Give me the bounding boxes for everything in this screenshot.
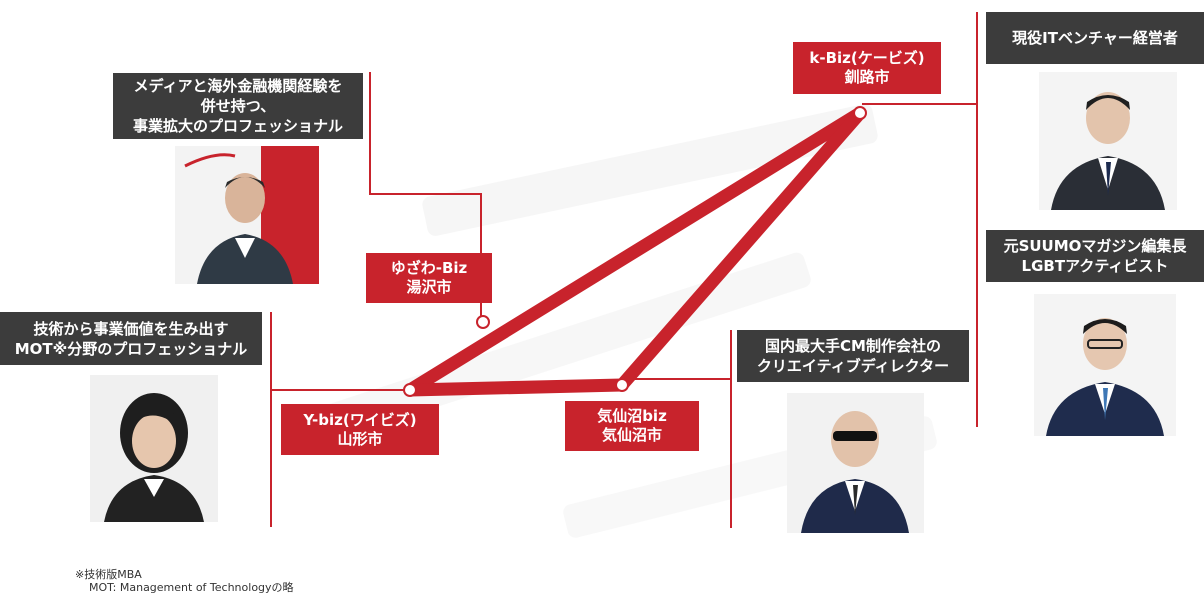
- caption-line: クリエイティブディレクター: [756, 357, 950, 375]
- caption-line: LGBTアクティビスト: [1021, 257, 1169, 275]
- connector-line: [369, 193, 481, 195]
- expert-caption-media-finance: メディアと海外金融機関経験を 併せ持つ、 事業拡大のプロフェッショナル: [113, 73, 363, 139]
- expert-caption-creative: 国内最大手CM制作会社の クリエイティブディレクター: [737, 330, 969, 382]
- node-name: 気仙沼biz: [597, 407, 667, 425]
- route-lines: [403, 106, 867, 397]
- expert-caption-mot: 技術から事業価値を生み出す MOT※分野のプロフェッショナル: [0, 312, 262, 365]
- caption-line: 元SUUMOマガジン編集長: [1003, 237, 1187, 255]
- expert-caption-suumo: 元SUUMOマガジン編集長 LGBTアクティビスト: [986, 230, 1204, 282]
- node-label-kbiz: k-Biz(ケービズ) 釧路市: [793, 42, 941, 94]
- caption-line: 国内最大手CM制作会社の: [765, 337, 941, 355]
- node-label-yuzawa: ゆざわ-Biz 湯沢市: [366, 253, 492, 303]
- portrait-photo-media-finance: [175, 146, 319, 284]
- node-name: ゆざわ-Biz: [390, 259, 468, 277]
- node-city: 釧路市: [844, 68, 890, 86]
- node-city: 山形市: [337, 429, 383, 448]
- node-label-ybiz: Y-biz(ワイビズ) 山形市: [281, 404, 439, 455]
- route-line: [615, 106, 867, 392]
- portrait-photo-it-ceo: [1039, 72, 1177, 210]
- footnote-line: MOT: Management of Technologyの略: [89, 581, 294, 594]
- expert-caption-it-ceo: 現役ITベンチャー経営者: [986, 12, 1204, 64]
- node-city: 気仙沼市: [601, 426, 662, 444]
- connector-line: [270, 389, 410, 391]
- connector-line: [270, 312, 272, 527]
- connector-line: [862, 103, 977, 105]
- node-city: 湯沢市: [406, 278, 452, 296]
- caption-line: メディアと海外金融機関経験を: [133, 77, 343, 95]
- node-name: k-Biz(ケービズ): [809, 49, 925, 67]
- node-label-kesennuma: 気仙沼biz 気仙沼市: [565, 401, 699, 451]
- portrait-photo-suumo: [1034, 294, 1176, 436]
- caption-line: 事業拡大のプロフェッショナル: [132, 117, 343, 135]
- caption-line: 併せ持つ、: [200, 97, 276, 115]
- caption-line: 技術から事業価値を生み出す: [33, 319, 229, 338]
- portrait-photo-creative: [787, 393, 924, 533]
- connector-line: [976, 12, 978, 427]
- connector-line: [623, 378, 731, 380]
- node-name: Y-biz(ワイビズ): [303, 410, 417, 429]
- node-dot-ybiz: [403, 383, 417, 397]
- portrait-photo-mot: [90, 375, 218, 522]
- connector-line: [730, 330, 732, 528]
- footnote-line: ※技術版MBA: [75, 568, 142, 581]
- route-line: [403, 378, 629, 397]
- node-dot-yuzawa: [476, 315, 490, 329]
- node-dot-kbiz: [853, 106, 867, 120]
- caption-line: MOT※分野のプロフェッショナル: [14, 339, 248, 358]
- connector-line: [369, 72, 371, 194]
- route-line: [403, 106, 867, 397]
- caption-line: 現役ITベンチャー経営者: [1012, 29, 1178, 47]
- footnote: ※技術版MBA MOT: Management of Technologyの略: [75, 568, 294, 594]
- node-dot-kesennuma: [615, 378, 629, 392]
